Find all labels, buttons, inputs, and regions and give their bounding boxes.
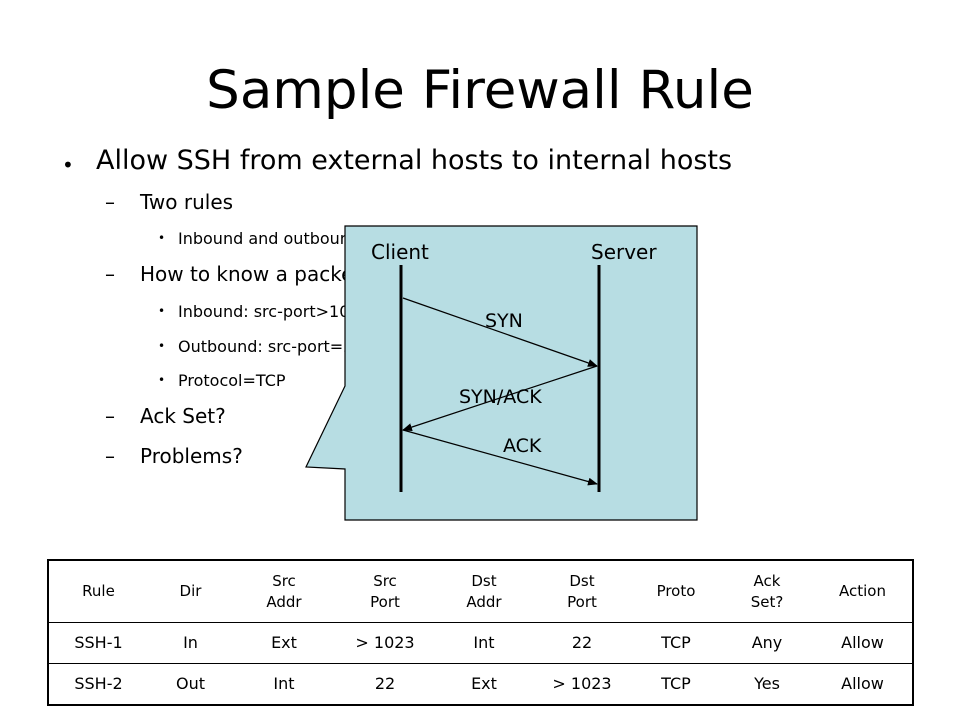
server-label: Server: [591, 240, 657, 264]
cell-ack-set: Any: [721, 622, 813, 664]
dash-mark: –: [105, 190, 115, 214]
cell-action: Allow: [813, 663, 913, 705]
cell-src-addr: Ext: [233, 622, 335, 664]
cell-rule: SSH-2: [48, 663, 148, 705]
table-header-row: Rule Dir Src Addr Src Port Dst Addr Dst …: [48, 560, 913, 623]
syn-ack-label: SYN/ACK: [459, 386, 542, 408]
firewall-rules-table: Rule Dir Src Addr Src Port Dst Addr Dst …: [47, 559, 914, 706]
header-rule: Rule: [82, 582, 115, 600]
cell-rule: SSH-1: [48, 622, 148, 664]
header-dst-addr: Dst Addr: [466, 571, 502, 611]
table-row: SSH-1 In Ext > 1023 Int 22 TCP Any Allow: [48, 622, 913, 664]
dash-mark: –: [105, 404, 115, 428]
cell-dir: In: [148, 622, 233, 664]
cell-dir: Out: [148, 663, 233, 705]
dash-mark: –: [105, 262, 115, 286]
bullet-mark: •: [158, 373, 166, 387]
bullet-text: Ack Set?: [140, 404, 226, 428]
header-dir: Dir: [179, 582, 202, 600]
slide-title: Sample Firewall Rule: [206, 60, 754, 121]
bullet-text: Allow SSH from external hosts to interna…: [96, 145, 733, 176]
bullet-text: Problems?: [140, 444, 243, 468]
syn-label: SYN: [485, 310, 523, 332]
header-action: Action: [839, 582, 886, 600]
header-dst-port: Dst Port: [567, 571, 597, 611]
table-row: SSH-2 Out Int 22 Ext > 1023 TCP Yes Allo…: [48, 663, 913, 705]
ack-label: ACK: [503, 435, 542, 457]
cell-proto: TCP: [631, 663, 721, 705]
cell-src-port: 22: [335, 663, 435, 705]
cell-dst-addr: Ext: [435, 663, 533, 705]
header-src-port: Src Port: [370, 571, 400, 611]
cell-dst-port: > 1023: [533, 663, 631, 705]
header-src-addr: Src Addr: [266, 571, 302, 611]
client-label: Client: [371, 240, 429, 264]
bullet-mark: •: [62, 153, 74, 177]
bullet-text: Inbound and outbound: [178, 229, 361, 248]
cell-dst-addr: Int: [435, 622, 533, 664]
dash-mark: –: [105, 444, 115, 468]
cell-ack-set: Yes: [721, 663, 813, 705]
bullet-mark: •: [158, 304, 166, 318]
header-ack-set: Ack Set?: [750, 571, 784, 611]
bullet-text: Protocol=TCP: [178, 371, 286, 390]
cell-src-port: > 1023: [335, 622, 435, 664]
bullet-text: Two rules: [140, 190, 234, 214]
bullet-mark: •: [158, 339, 166, 353]
callout-balloon: [305, 225, 698, 521]
cell-proto: TCP: [631, 622, 721, 664]
syn-ack-arrow: [402, 365, 598, 431]
cell-action: Allow: [813, 622, 913, 664]
syn-arrow: [402, 297, 598, 367]
header-proto: Proto: [656, 582, 696, 600]
cell-src-addr: Int: [233, 663, 335, 705]
bullet-mark: •: [158, 231, 166, 245]
ack-arrow: [402, 429, 598, 486]
cell-dst-port: 22: [533, 622, 631, 664]
